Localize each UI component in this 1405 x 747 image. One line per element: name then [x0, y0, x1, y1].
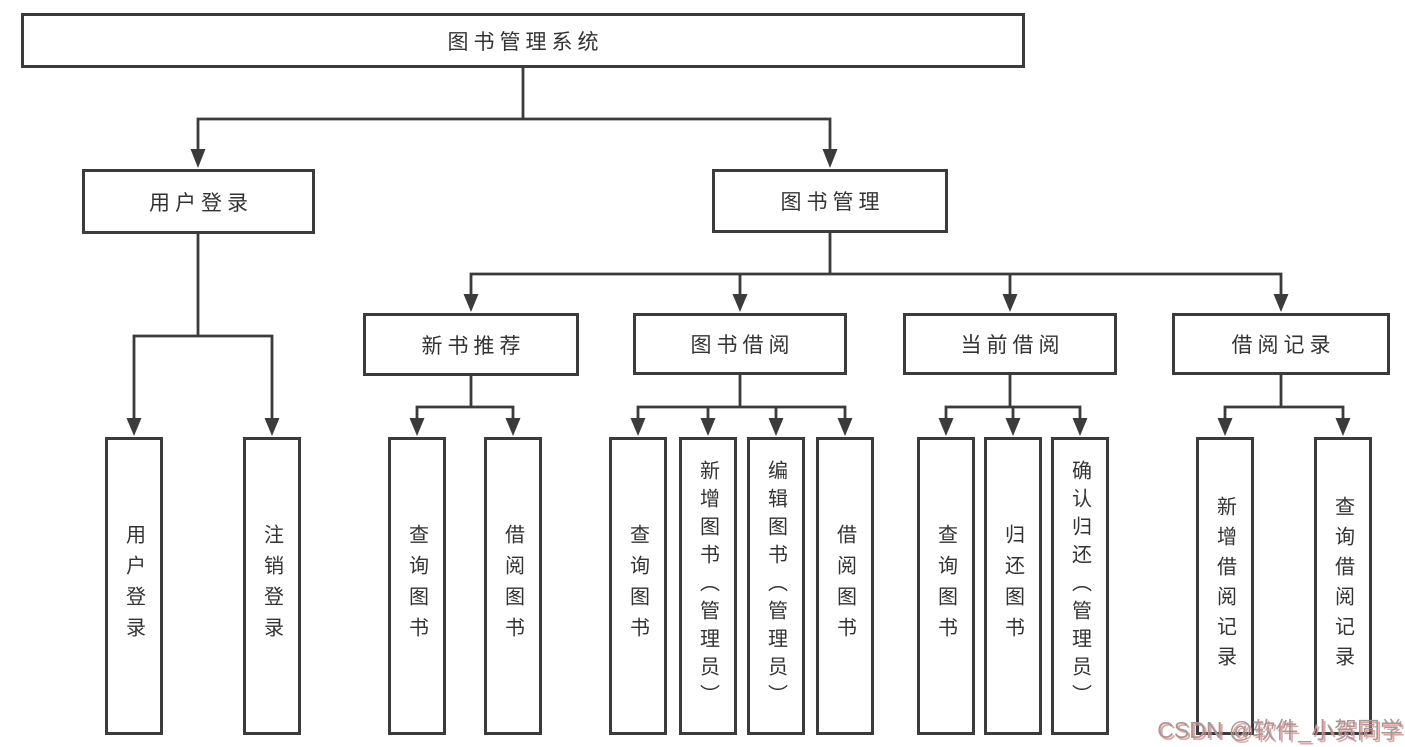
leaf-br-add-record: 新增借阅记录: [1196, 437, 1254, 735]
connector-current-borrow: [944, 373, 1082, 421]
leaf-nbr-borrow-book-label: 借阅图书: [501, 524, 524, 648]
node-borrow-record-label: 借阅记录: [1231, 334, 1336, 357]
connector-book-borrow: [636, 373, 847, 421]
node-book-mgmt-label: 图书管理: [780, 191, 885, 214]
connector-borrow-record: [1223, 373, 1345, 421]
node-new-book-rec-label: 新书推荐: [421, 334, 526, 358]
node-user-login-label: 用户登录: [149, 191, 253, 215]
leaf-cb-return-book: 归还图书: [984, 437, 1042, 735]
connector-root: [196, 66, 832, 152]
node-book-borrow-label: 图书借阅: [690, 334, 795, 357]
leaf-bb-add-book-admin-label: 新增图书（管理员）: [696, 460, 719, 712]
leaf-br-add-record-label: 新增借阅记录: [1213, 496, 1236, 676]
arrowheads: [126, 149, 1351, 436]
leaf-user-login-label: 用户登录: [122, 524, 145, 648]
leaf-bb-borrow-book-label: 借阅图书: [833, 524, 856, 648]
node-root: 图书管理系统: [21, 13, 1025, 68]
leaf-cb-query-book: 查询图书: [917, 437, 975, 735]
leaf-nbr-query-book: 查询图书: [388, 437, 446, 735]
leaf-br-query-record: 查询借阅记录: [1314, 437, 1372, 735]
leaf-bb-edit-book-admin: 编辑图书（管理员）: [747, 437, 805, 735]
leaf-bb-edit-book-admin-label: 编辑图书（管理员）: [764, 460, 787, 712]
node-root-label: 图书管理系统: [447, 30, 604, 54]
leaf-bb-query-book-label: 查询图书: [626, 524, 649, 648]
leaf-bb-borrow-book: 借阅图书: [816, 437, 874, 735]
leaf-nbr-borrow-book: 借阅图书: [484, 437, 542, 735]
node-book-borrow: 图书借阅: [633, 313, 847, 375]
leaf-logout-label: 注销登录: [260, 524, 283, 648]
leaf-logout: 注销登录: [243, 437, 301, 735]
node-current-borrow: 当前借阅: [903, 313, 1117, 375]
node-new-book-rec: 新书推荐: [363, 313, 579, 376]
connector-new-book-rec: [415, 374, 515, 421]
leaf-cb-confirm-return-admin-label: 确认归还（管理员）: [1068, 460, 1091, 712]
connector-user-login: [132, 232, 274, 421]
leaf-cb-return-book-label: 归还图书: [1001, 524, 1024, 648]
node-borrow-record: 借阅记录: [1172, 313, 1390, 375]
leaf-bb-query-book: 查询图书: [609, 437, 667, 735]
node-user-login: 用户登录: [82, 169, 315, 234]
connector-book-mgmt: [469, 231, 1283, 298]
csdn-watermark: CSDN @软件_小贺同学: [1157, 717, 1403, 743]
node-current-borrow-label: 当前借阅: [960, 334, 1065, 357]
leaf-cb-confirm-return-admin: 确认归还（管理员）: [1051, 437, 1109, 735]
leaf-br-query-record-label: 查询借阅记录: [1331, 496, 1354, 676]
leaf-cb-query-book-label: 查询图书: [934, 524, 957, 648]
leaf-nbr-query-book-label: 查询图书: [405, 524, 428, 648]
node-book-mgmt: 图书管理: [712, 169, 948, 233]
leaf-bb-add-book-admin: 新增图书（管理员）: [679, 437, 737, 735]
leaf-user-login: 用户登录: [105, 437, 163, 735]
